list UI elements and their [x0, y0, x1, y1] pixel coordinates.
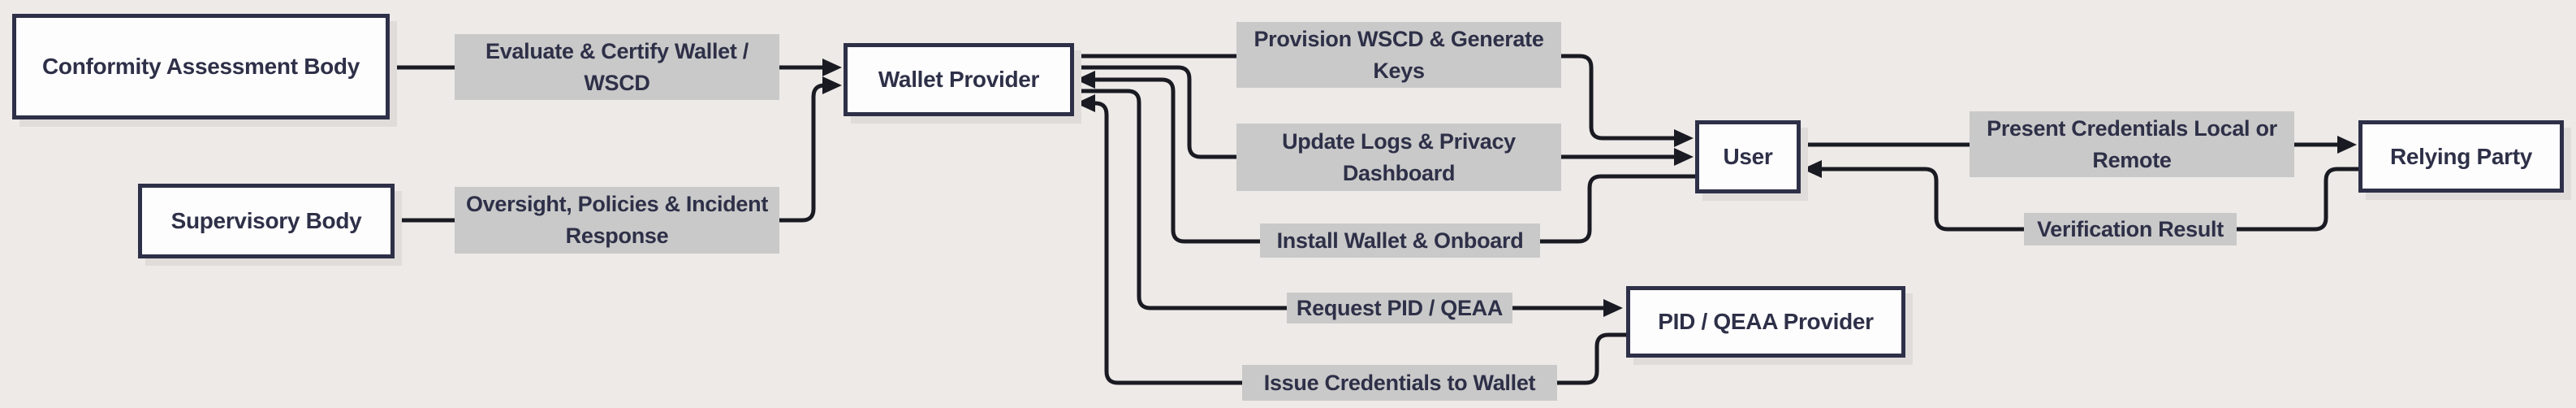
edge-provision-wscd	[1074, 54, 1694, 147]
edge-update-logs	[1074, 65, 1694, 166]
edge-label-present-credentials-local-or-remote: Present Credentials Local or Remote	[1970, 111, 2294, 177]
edge-label-update-logs-privacy-dashboard: Update Logs & Privacy Dashboard	[1236, 124, 1561, 191]
edge-label-request-pid-qeaa: Request PID / QEAA	[1287, 293, 1512, 323]
edge-label-provision-wscd-generate-keys: Provision WSCD & Generate Keys	[1236, 22, 1561, 88]
node-user: User	[1695, 120, 1801, 193]
node-pid-qeaa-provider: PID / QEAA Provider	[1626, 286, 1905, 358]
node-conformity-assessment-body: Conformity Assessment Body	[12, 14, 390, 119]
edge-oversight-policies	[395, 76, 842, 223]
edge-label-verification-result: Verification Result	[2024, 213, 2237, 245]
edge-issue-credentials	[1076, 94, 1626, 385]
edge-label-oversight-policies-incident-response: Oversight, Policies & Incident Response	[455, 187, 779, 254]
node-wallet-provider: Wallet Provider	[844, 43, 1074, 116]
node-supervisory-body: Supervisory Body	[138, 184, 395, 258]
edge-request-pid	[1074, 89, 1623, 317]
edge-label-install-wallet-onboard: Install Wallet & Onboard	[1260, 224, 1540, 258]
edge-label-evaluate-certify-wallet-wscd: Evaluate & Certify Wallet / WSCD	[455, 34, 779, 100]
node-relying-party: Relying Party	[2358, 120, 2564, 193]
edge-label-issue-credentials-to-wallet: Issue Credentials to Wallet	[1242, 365, 1557, 401]
